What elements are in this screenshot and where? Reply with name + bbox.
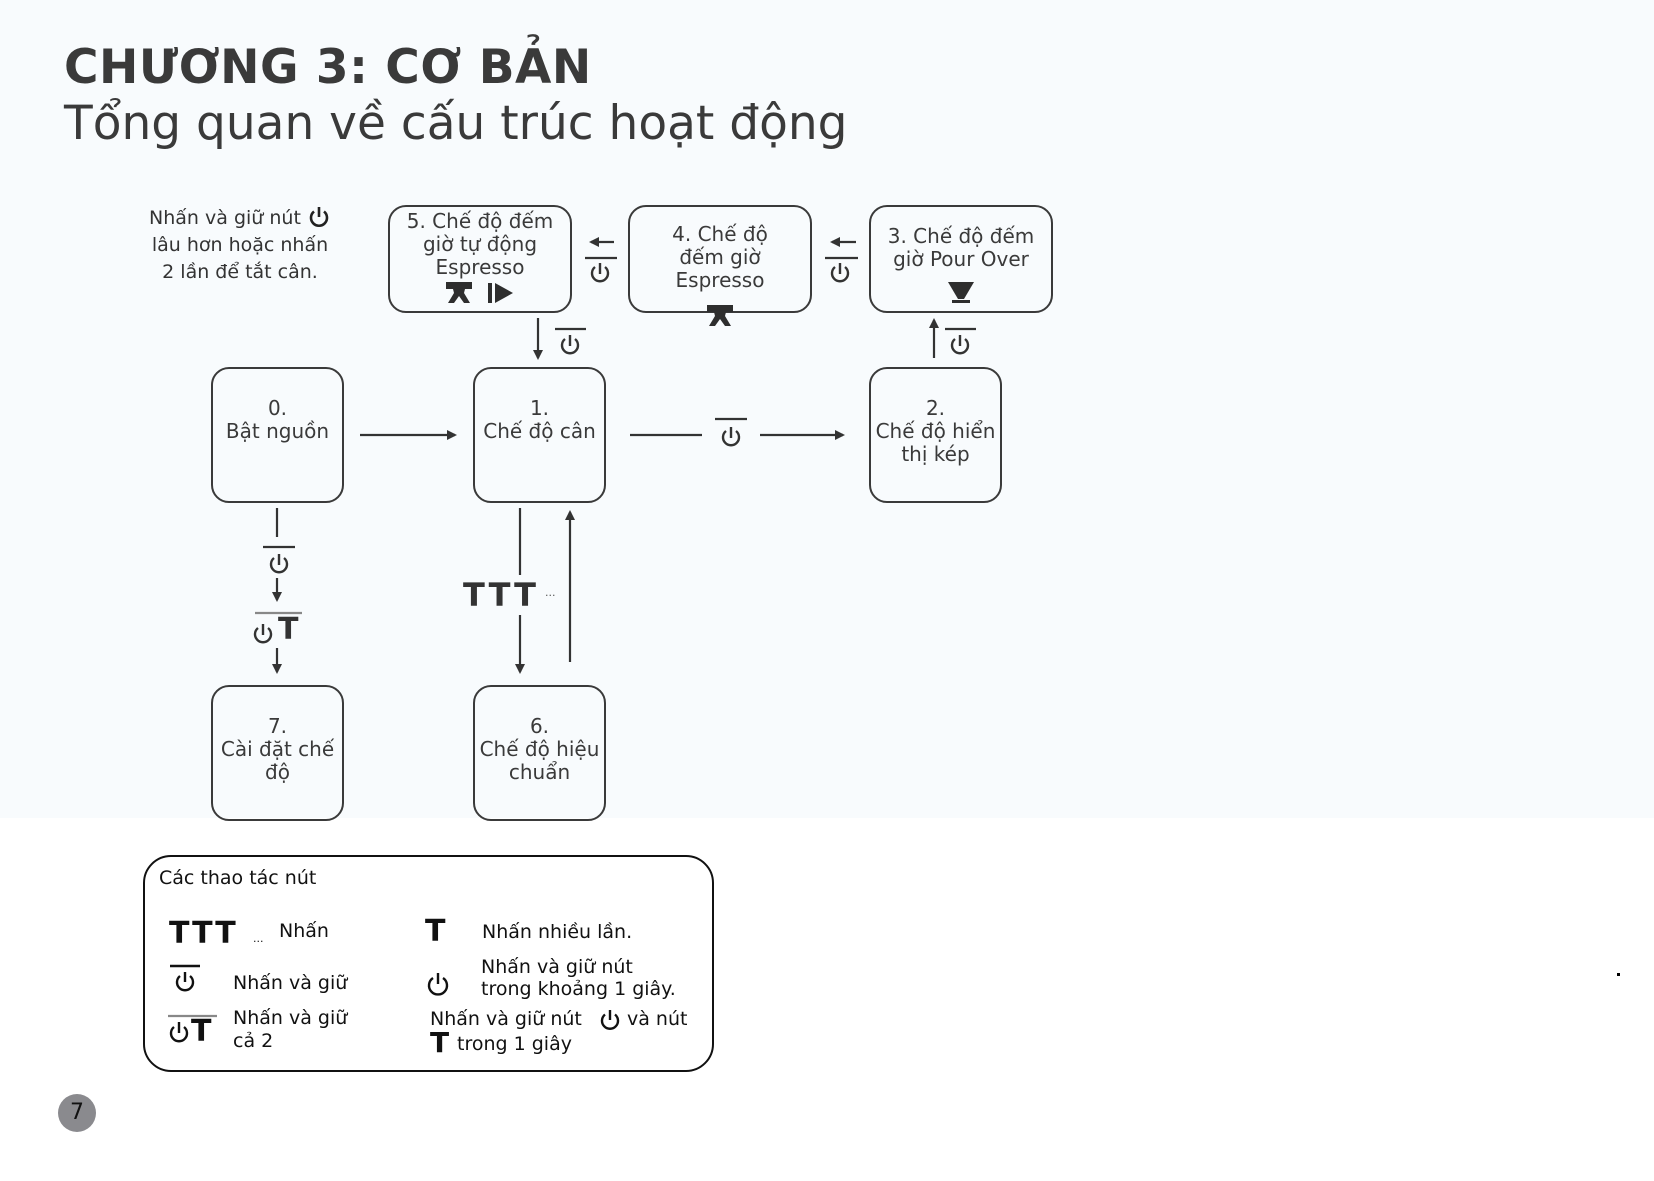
legend-both-text-2: cả 2 [233, 1030, 274, 1052]
power-icon [309, 207, 329, 227]
power-tare-hold-icon [168, 1014, 217, 1043]
legend-power-t-t: T [430, 1026, 450, 1059]
mode-2-number: 2. [925, 396, 946, 420]
page-number-badge: 7 [58, 1094, 96, 1132]
mode-0-number: 0. [267, 396, 288, 420]
mode-0-label: Bật nguồn [225, 419, 330, 443]
power-off-note: Nhấn và giữ nút lâu hơn hoặc nhấn 2 lần … [120, 205, 360, 286]
mode-4-label: 4. Chế độ đếm giờ Espresso [672, 222, 768, 292]
espresso-portafilter-icon [707, 305, 733, 326]
legend-t-symbol: T [425, 914, 446, 949]
mode-2-label: Chế độ hiển thị kép [875, 419, 996, 466]
legend-power-text-1: Nhấn và giữ nút [481, 956, 633, 978]
mode-0-box[interactable]: 0. Bật nguồn [211, 367, 344, 503]
tare-press-symbol: TTT [463, 576, 539, 614]
mode-7-number: 7. [267, 714, 288, 738]
mode-3-label: 3. Chế độ đếm giờ Pour Over [887, 224, 1035, 271]
page-subtitle: Tổng quan về cấu trúc hoạt động [64, 96, 848, 151]
mode-1-label: Chế độ cân [483, 419, 596, 443]
tare-both-symbol: T [278, 612, 299, 647]
espresso-portafilter-icon [446, 282, 472, 303]
legend-t-text: Nhấn nhiều lần. [482, 921, 633, 943]
play-icon [488, 283, 513, 303]
legend-power-t-text-1a: Nhấn và giữ nút [430, 1008, 582, 1030]
legend-both-text-1: Nhấn và giữ [233, 1007, 348, 1029]
legend-ttt-text: Nhấn [279, 920, 329, 942]
mode-6-box[interactable]: 6. Chế độ hiệu chuẩn [473, 685, 606, 821]
tare-press-dots: ... [545, 586, 556, 599]
power-hold-icon [170, 964, 200, 992]
note-line-3: 2 lần để tắt cân. [162, 261, 318, 283]
legend-title: Các thao tác nút [159, 867, 317, 889]
mode-7-box[interactable]: 7. Cài đặt chế độ [211, 685, 344, 821]
mode-6-label: Chế độ hiệu chuẩn [479, 737, 600, 784]
mode-5-label: 5. Chế độ đếm giờ tự động Espresso [406, 209, 554, 279]
note-line-2: lâu hơn hoặc nhấn [151, 234, 329, 256]
mode-5-box[interactable]: 5. Chế độ đếm giờ tự động Espresso [388, 205, 572, 313]
mode-1-box[interactable]: 1. Chế độ cân [473, 367, 606, 503]
legend-both-t: T [191, 1014, 212, 1049]
legend-ttt-dots: ... [253, 932, 264, 945]
legend-hold-text: Nhấn và giữ [233, 972, 348, 994]
stray-dot [1617, 973, 1620, 976]
note-line-1: Nhấn và giữ nút [149, 207, 301, 229]
legend-ttt-symbol: TTT [169, 916, 238, 951]
legend-power-t-text-1b: và nút [627, 1008, 688, 1030]
mode-1-number: 1. [529, 396, 550, 420]
power-icon [600, 1010, 620, 1030]
mode-6-number: 6. [529, 714, 550, 738]
mode-2-box[interactable]: 2. Chế độ hiển thị kép [869, 367, 1002, 503]
button-operations-legend: Các thao tác nút TTT ... Nhấn T Nhấn nhi… [143, 855, 714, 1072]
legend-power-t-text-2: trong 1 giây [457, 1033, 572, 1055]
chapter-title: CHƯƠNG 3: CƠ BẢN [64, 40, 592, 95]
header-background [0, 0, 1654, 818]
mode-7-label: Cài đặt chế độ [220, 737, 335, 784]
legend-power-text-2: trong khoảng 1 giây. [481, 978, 676, 1000]
mode-4-box[interactable]: 4. Chế độ đếm giờ Espresso [628, 205, 812, 326]
mode-3-box[interactable]: 3. Chế độ đếm giờ Pour Over [869, 205, 1053, 313]
power-icon [427, 973, 449, 996]
pour-over-dripper-icon [948, 282, 974, 303]
